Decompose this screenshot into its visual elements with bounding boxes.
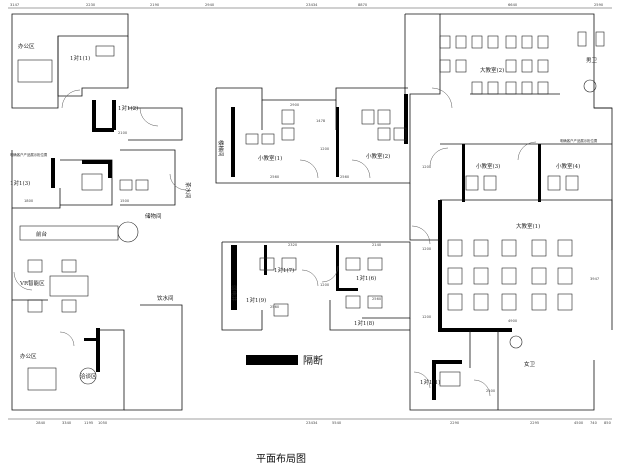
- dim-bottom-7: 2290: [450, 421, 460, 425]
- room-one-on-one-c: 1对1(3): [10, 179, 30, 187]
- room-class-large-2: 大教室(2): [480, 66, 504, 74]
- dim-inner-2: 2560: [270, 175, 280, 179]
- room-office-top: 办公区: [18, 42, 35, 50]
- room-one-on-one-e: 1对1(6): [356, 274, 376, 282]
- room-class-small-1: 小教室(1): [258, 154, 282, 162]
- dim-inner-13: 1200: [422, 315, 432, 319]
- room-negotiation: 洽谈区: [80, 372, 97, 380]
- dim-bottom-6: 5540: [332, 421, 342, 425]
- dim-top-8: 2590: [594, 3, 604, 7]
- dim-top-1: 3147: [10, 3, 19, 7]
- dim-inner-9: 1200: [320, 283, 330, 287]
- dim-inner-11: 2560: [372, 297, 382, 301]
- dim-bottom-1: 2840: [36, 421, 46, 425]
- dim-bottom-11: 850: [604, 421, 612, 425]
- note-display-cabinet-right: 明确客户产品展示柜位置: [560, 138, 598, 143]
- partition-legend-swatch: [246, 355, 298, 365]
- room-one-on-one-g: 1对1(9): [246, 296, 266, 304]
- room-vr-area: VR智能区: [19, 279, 45, 287]
- dim-bottom-5: 23434: [306, 421, 318, 425]
- room-water: 茶水间: [184, 182, 192, 199]
- room-reception: 前台: [36, 230, 48, 238]
- room-server: 弱电井: [230, 285, 238, 302]
- dim-inner-4: 2900: [290, 103, 300, 107]
- room-class-small-2: 小教室(2): [366, 152, 390, 160]
- room-one-on-one-h: 1对1(1): [420, 378, 440, 386]
- dim-inner-6: 1200: [422, 165, 432, 169]
- dim-inner-10: 2560: [270, 305, 280, 309]
- room-class-small-4: 小教室(4): [556, 162, 580, 170]
- dim-inner-14: 2100: [118, 131, 128, 135]
- dim-inner-1: 1200: [422, 247, 432, 251]
- room-stair: 楼梯间: [217, 140, 225, 157]
- room-one-on-one-b: 1对1(2): [118, 104, 138, 112]
- dim-bottom-3: 1195: [84, 421, 93, 425]
- dim-inner-15: 1800: [24, 199, 34, 203]
- dim-bottom-4: 1050: [98, 421, 108, 425]
- dim-top-4: 2940: [205, 3, 215, 7]
- room-one-on-one-d: 1对1(7): [274, 266, 294, 274]
- note-display-cabinet-left: 明确客户产品展示柜位置: [10, 152, 48, 157]
- room-class-small-3: 小教室(3): [476, 162, 500, 170]
- dim-bottom-10: 740: [590, 421, 598, 425]
- dim-inner-3: 2560: [340, 175, 350, 179]
- dim-inner-5: 4900: [508, 319, 518, 323]
- dim-top-6: 8870: [358, 3, 368, 7]
- dim-bottom-9: 4500: [574, 421, 584, 425]
- dim-top-3: 2190: [150, 3, 160, 7]
- partition-legend-label: 隔断: [303, 354, 323, 367]
- room-womens-wc: 女卫: [524, 360, 536, 368]
- dim-inner-16: 1500: [120, 199, 130, 203]
- dim-inner-12: 1200: [320, 147, 330, 151]
- room-class-large-1: 大教室(1): [516, 222, 540, 230]
- room-one-on-one-a: 1对1(1): [70, 54, 90, 62]
- room-storage: 储物间: [145, 212, 162, 220]
- plan-title: 平面布局图: [256, 453, 306, 465]
- dim-bottom-8: 2295: [530, 421, 539, 425]
- dim-inner-7: 2320: [288, 243, 298, 247]
- dim-bottom-2: 3340: [62, 421, 72, 425]
- dim-top-2: 2230: [86, 3, 96, 7]
- dim-inner-17: 2500: [486, 389, 496, 393]
- dim-top-5: 23434: [306, 3, 318, 7]
- dim-inner-18: 1478: [316, 119, 326, 123]
- room-office-bottom: 办公区: [20, 352, 37, 360]
- dim-top-7: 6640: [508, 3, 518, 7]
- dim-inner-19: 3947: [590, 277, 599, 281]
- dim-inner-8: 2140: [372, 243, 382, 247]
- room-mens-wc: 男卫: [586, 57, 598, 64]
- room-tea: 饮水间: [157, 294, 174, 302]
- room-one-on-one-f: 1对1(8): [354, 319, 374, 327]
